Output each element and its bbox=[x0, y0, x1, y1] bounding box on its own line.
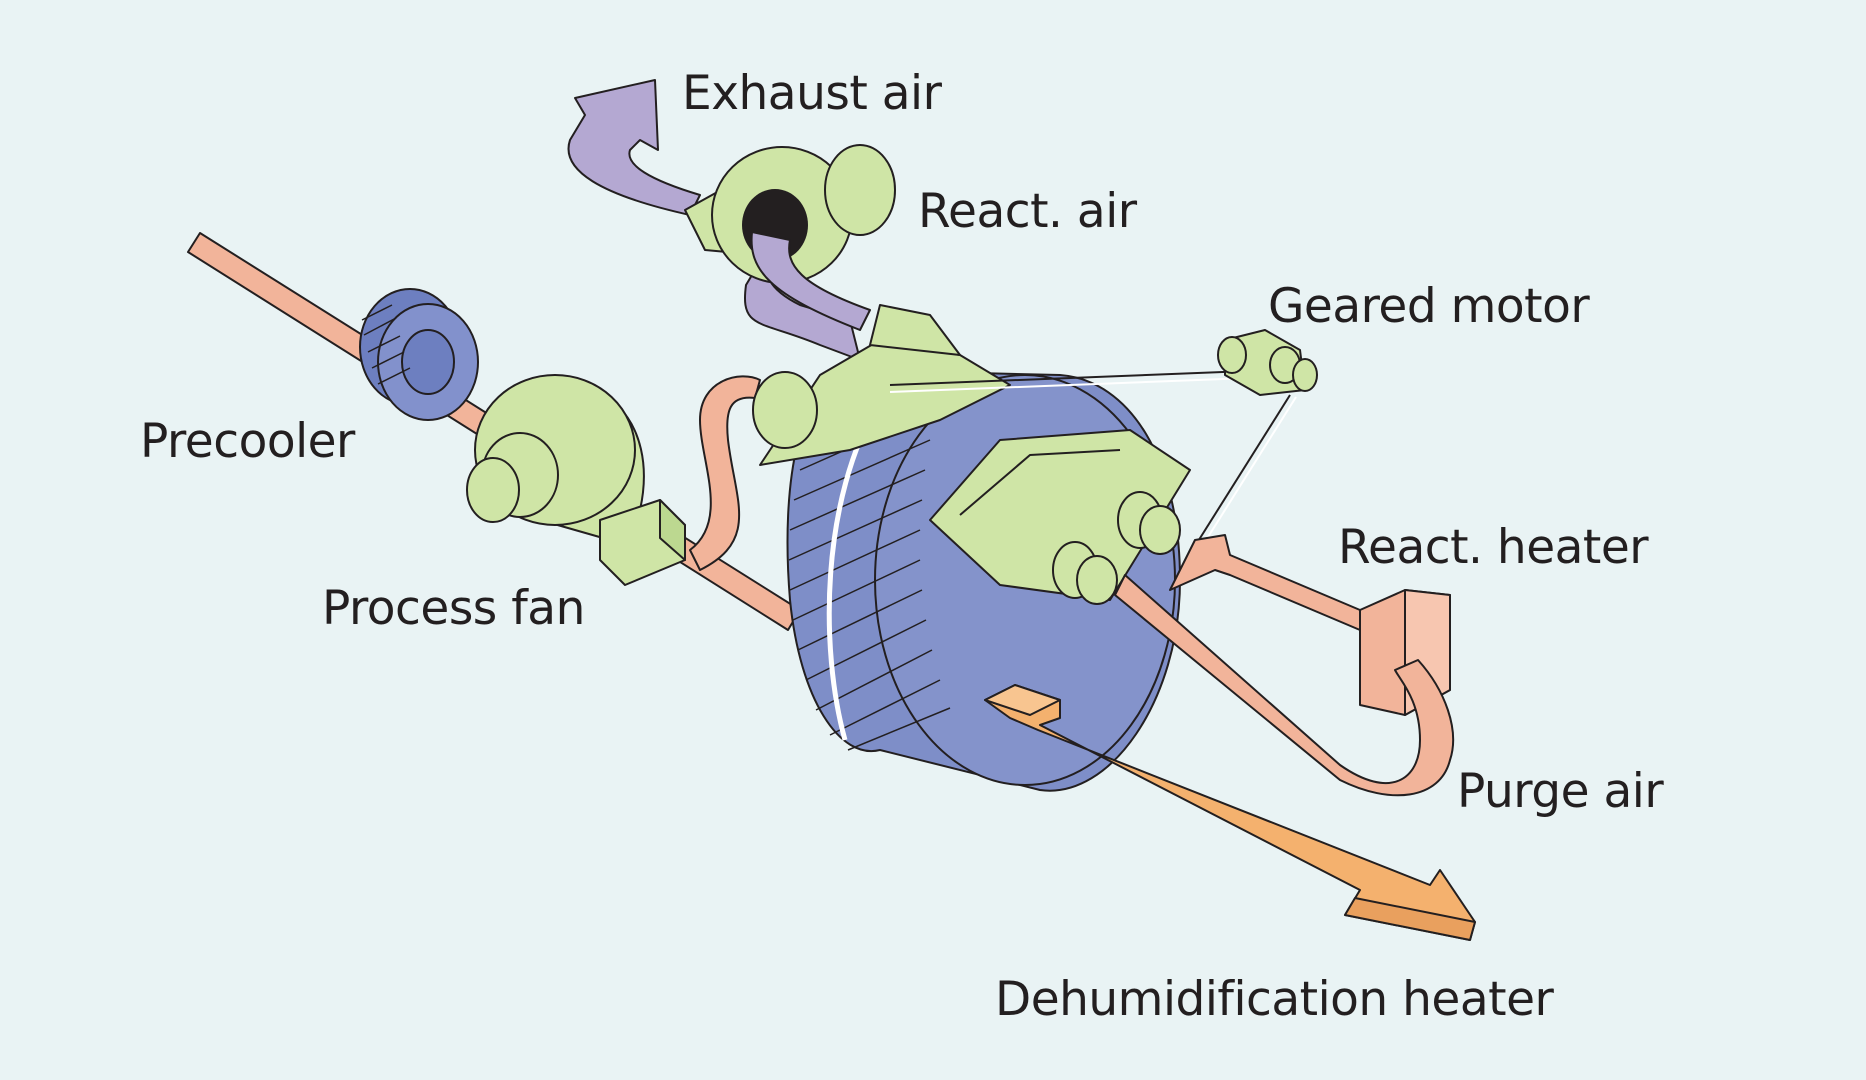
label-exhaust-air: Exhaust air bbox=[682, 66, 942, 121]
dehumidified-air-arrow bbox=[984, 684, 1476, 941]
label-process-fan: Process fan bbox=[322, 581, 585, 636]
process-fan bbox=[466, 374, 686, 586]
label-react-heater: React. heater bbox=[1338, 520, 1649, 575]
label-purge-air: Purge air bbox=[1457, 764, 1664, 819]
label-react-air: React. air bbox=[918, 184, 1137, 239]
geared-motor bbox=[1217, 329, 1318, 396]
purge-air-return bbox=[1114, 574, 1455, 797]
label-geared-motor: Geared motor bbox=[1268, 279, 1590, 334]
precooler bbox=[359, 288, 479, 421]
label-precooler: Precooler bbox=[140, 414, 355, 469]
react-air-fan bbox=[684, 144, 896, 331]
rotor-housing bbox=[752, 304, 1191, 605]
label-dehumidification-heater: Dehumidification heater bbox=[995, 972, 1554, 1027]
purge-air-duct bbox=[689, 375, 761, 571]
